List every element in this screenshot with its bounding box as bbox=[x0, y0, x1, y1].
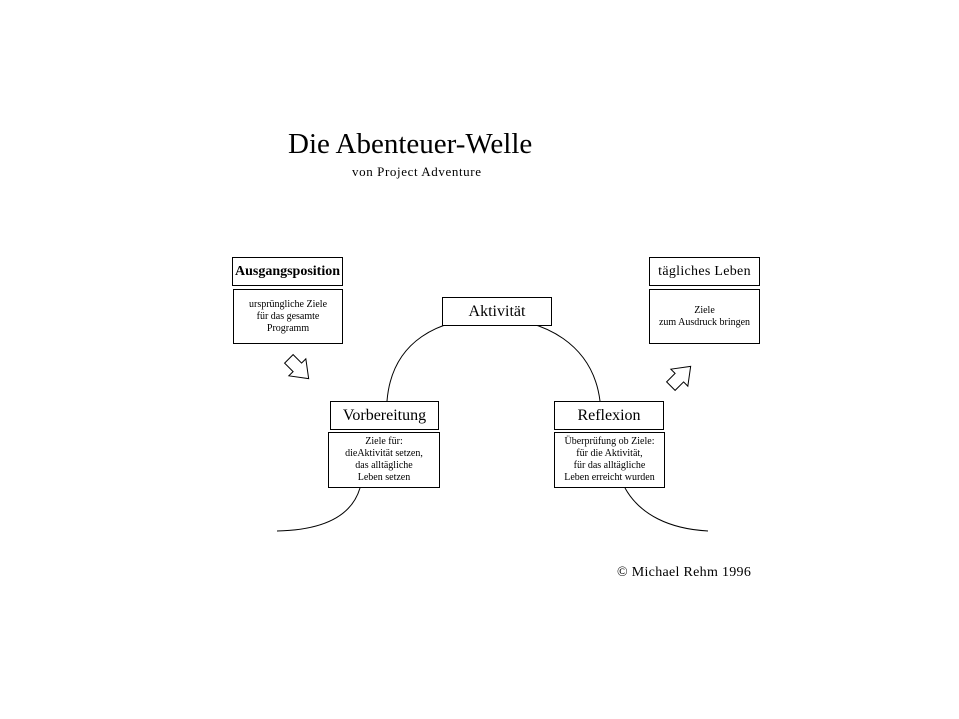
reflection-line: Überprüfung ob Ziele: bbox=[564, 436, 655, 447]
reflection-line: für die Aktivität, bbox=[576, 448, 643, 459]
start-line: ursprüngliche Ziele bbox=[248, 298, 328, 310]
arrow-up-right-icon bbox=[665, 365, 692, 392]
preparation-line: das alltägliche bbox=[355, 460, 413, 471]
reflection-line: für das alltägliche bbox=[573, 460, 646, 471]
reflection-header: Reflexion bbox=[577, 406, 641, 424]
start-header: Ausgangsposition bbox=[234, 263, 341, 279]
activity-header: Aktivität bbox=[468, 302, 526, 320]
arrow-down-right-icon bbox=[283, 353, 310, 380]
daily-life-description-box: Ziele zum Ausdruck bringen bbox=[649, 289, 760, 344]
start-header-box: Ausgangsposition bbox=[232, 257, 343, 286]
start-line: Programm bbox=[266, 322, 310, 334]
preparation-header: Vorbereitung bbox=[342, 406, 427, 424]
diagram-subtitle: von Project Adventure bbox=[352, 164, 482, 179]
daily-life-line: Ziele bbox=[694, 304, 715, 316]
copyright-notice: © Michael Rehm 1996 bbox=[617, 565, 752, 580]
preparation-line: Ziele für: bbox=[365, 436, 403, 447]
preparation-description-box: Ziele für: dieAktivität setzen, das allt… bbox=[328, 432, 440, 488]
preparation-line: Leben setzen bbox=[357, 472, 411, 483]
diagram-title: Die Abenteuer-Welle bbox=[288, 128, 533, 160]
wave-arc-right bbox=[624, 487, 709, 532]
reflection-header-box: Reflexion bbox=[554, 401, 664, 430]
daily-life-line: zum Ausdruck bringen bbox=[658, 316, 751, 328]
daily-life-header-box: tägliches Leben bbox=[649, 257, 760, 286]
preparation-header-box: Vorbereitung bbox=[330, 401, 439, 430]
start-line: für das gesamte bbox=[256, 310, 320, 322]
daily-life-header: tägliches Leben bbox=[658, 263, 751, 279]
start-description-box: ursprüngliche Ziele für das gesamte Prog… bbox=[233, 289, 343, 344]
preparation-line: dieAktivität setzen, bbox=[345, 448, 423, 459]
reflection-description-box: Überprüfung ob Ziele: für die Aktivität,… bbox=[554, 432, 665, 488]
wave-arc-top bbox=[386, 317, 601, 402]
reflection-line: Leben erreicht wurden bbox=[564, 472, 655, 483]
wave-arc-left bbox=[276, 487, 361, 532]
activity-header-box: Aktivität bbox=[442, 297, 552, 326]
